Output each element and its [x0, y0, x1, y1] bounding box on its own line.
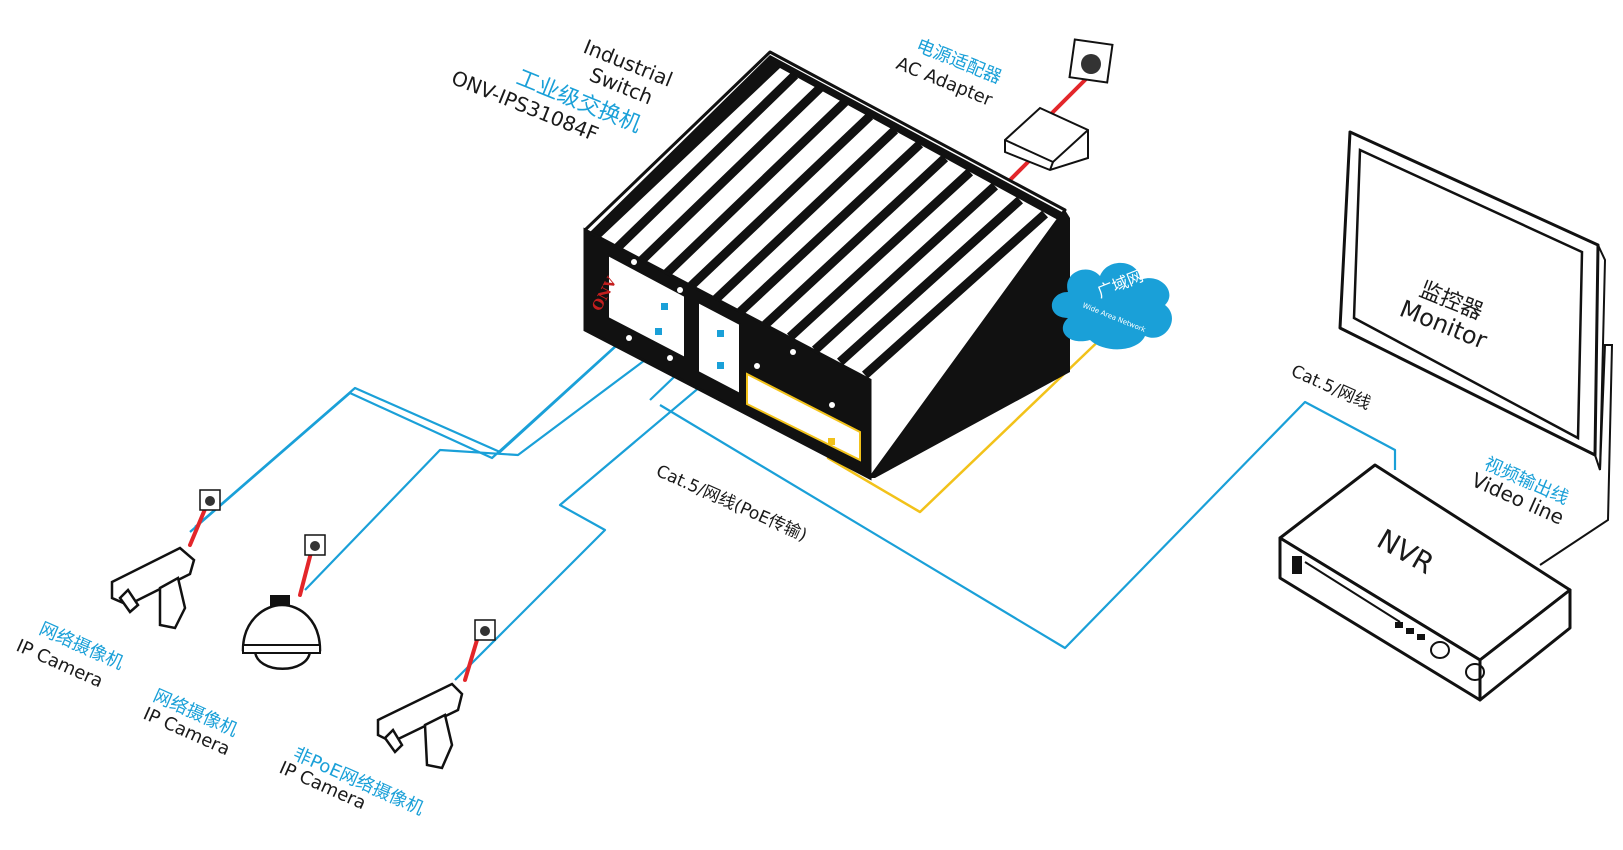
- ip-camera-3-icon: [376, 682, 464, 770]
- power-socket-adapter: [1068, 38, 1114, 84]
- wan-cloud-icon: [1051, 262, 1172, 350]
- monitor-icon: [1338, 130, 1614, 566]
- switch-heat-fins: [611, 71, 1049, 379]
- cable-camera1: [194, 316, 649, 528]
- cable-poe-label: Cat.5/网线(PoE传输): [653, 461, 810, 546]
- nvr-icon: [1278, 463, 1572, 702]
- power-socket-camera3: [474, 619, 496, 641]
- cable-camera2: [304, 344, 666, 591]
- ip-camera-2-dome-icon: [241, 595, 322, 670]
- cable-camera1-dup: [189, 321, 643, 533]
- cable-camera3: [454, 369, 721, 681]
- ip-camera-1-icon: [110, 546, 196, 630]
- ac-adapter: [1004, 106, 1089, 172]
- industrial-switch: ONV: [583, 50, 1070, 481]
- cable-nvr: [659, 400, 1397, 650]
- power-socket-camera2: [304, 534, 326, 556]
- power-cable-adapter-socket: [1048, 73, 1092, 117]
- switch-port-panel-1: [607, 253, 686, 360]
- switch-port-panel-2: [697, 300, 741, 396]
- power-socket-camera1: [199, 489, 221, 511]
